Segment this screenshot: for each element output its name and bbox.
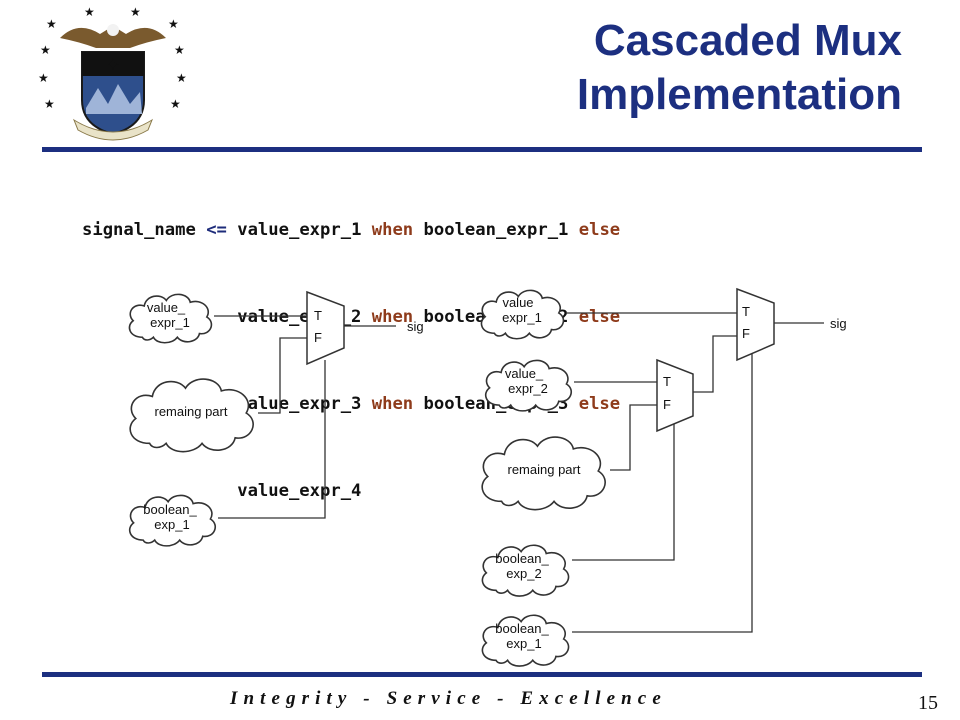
right-value2-label-line2: expr_2 (508, 381, 548, 396)
left-output-sig-label: sig (407, 319, 424, 334)
right-mux-inner (656, 358, 694, 433)
code-keyword-when: when (371, 307, 414, 327)
code-boolean-expr: boolean_expr_1 (413, 220, 579, 240)
right-wire-boolean2-to-inner-select (572, 422, 675, 561)
code-keyword-else: else (578, 394, 621, 414)
air-force-academy-seal-logo: ★ ★ ★ ★ ★ ★ ★ ★ ★ ★ ✦ (38, 5, 187, 141)
right-value2-label-line1: value_ (505, 366, 544, 381)
right-wire-remaining-to-inner-f (610, 404, 657, 471)
seal-star: ★ (84, 5, 95, 19)
left-wire-boolean-to-select (218, 360, 326, 519)
slide-title-line-2: Implementation (576, 70, 902, 119)
right-mux-outer (736, 287, 775, 362)
seal-star: ★ (176, 71, 187, 85)
code-keyword-when: when (371, 394, 414, 414)
right-boolean1-label-line1: boolean_ (495, 621, 549, 636)
seal-mountains (86, 84, 142, 114)
right-outer-mux-t-label: T (742, 304, 750, 319)
seal-star: ★ (40, 43, 51, 57)
right-remaining-label: remaing part (508, 462, 581, 477)
left-mux-t-label: T (314, 308, 322, 323)
footer-divider (42, 672, 922, 677)
seal-star: ★ (170, 97, 181, 111)
slide-title: Cascaded Mux Implementation (342, 14, 902, 122)
code-line-4: value_expr_4 (82, 477, 620, 506)
right-output-sig-label: sig (830, 316, 847, 331)
code-signal-name: signal_name (82, 220, 207, 240)
seal-star: ★ (168, 17, 179, 31)
right-wire-inner-mux-to-outer-f (693, 335, 737, 393)
right-value1-label-line2: expr_1 (502, 310, 542, 325)
page-number: 15 (918, 692, 938, 714)
code-value-expr: value_expr_4 (237, 481, 362, 501)
left-wire-remaining-to-f (258, 337, 307, 414)
seal-eagle-wings (60, 26, 166, 48)
code-line-1: signal_name <= value_expr_1 when boolean… (82, 216, 620, 245)
seal-shield-chief (82, 52, 144, 76)
seal-star: ★ (44, 97, 55, 111)
left-boolean-label-line2: exp_1 (154, 517, 189, 532)
right-inner-mux-f-label: F (663, 397, 671, 412)
code-assign-operator: <= (206, 220, 227, 240)
right-boolean2-label-line1: boolean_ (495, 551, 549, 566)
slide-title-line-1: Cascaded Mux (593, 16, 902, 65)
right-value1-label-line1: value (502, 295, 533, 310)
code-keyword-else: else (578, 220, 621, 240)
left-boolean-label-line1: boolean_ (143, 502, 197, 517)
header-divider (42, 147, 922, 152)
seal-star-center: ✦ (106, 57, 119, 74)
left-mux (306, 290, 345, 366)
left-mux-f-label: F (314, 330, 322, 345)
seal-scroll (72, 118, 154, 141)
left-remaining-label: remaing part (155, 404, 228, 419)
seal-star: ★ (38, 71, 49, 85)
code-value-expr: value_expr_1 (226, 220, 372, 240)
seal-star: ★ (130, 5, 141, 19)
seal-star: ★ (46, 17, 57, 31)
left-value-label-line2: expr_1 (150, 315, 190, 330)
code-keyword-else: else (578, 307, 621, 327)
left-value-label-line1: value_ (147, 300, 186, 315)
code-keyword-when: when (371, 220, 414, 240)
right-outer-mux-f-label: F (742, 326, 750, 341)
right-inner-mux-t-label: T (663, 374, 671, 389)
right-wire-boolean1-to-outer-select (572, 352, 753, 633)
seal-star: ★ (174, 43, 185, 57)
right-boolean2-label-line2: exp_2 (506, 566, 541, 581)
seal-eagle-head (107, 24, 119, 36)
right-boolean1-label-line2: exp_1 (506, 636, 541, 651)
footer-motto: Integrity - Service - Excellence (230, 688, 667, 709)
code-value-expr: value_expr_3 (237, 394, 372, 414)
